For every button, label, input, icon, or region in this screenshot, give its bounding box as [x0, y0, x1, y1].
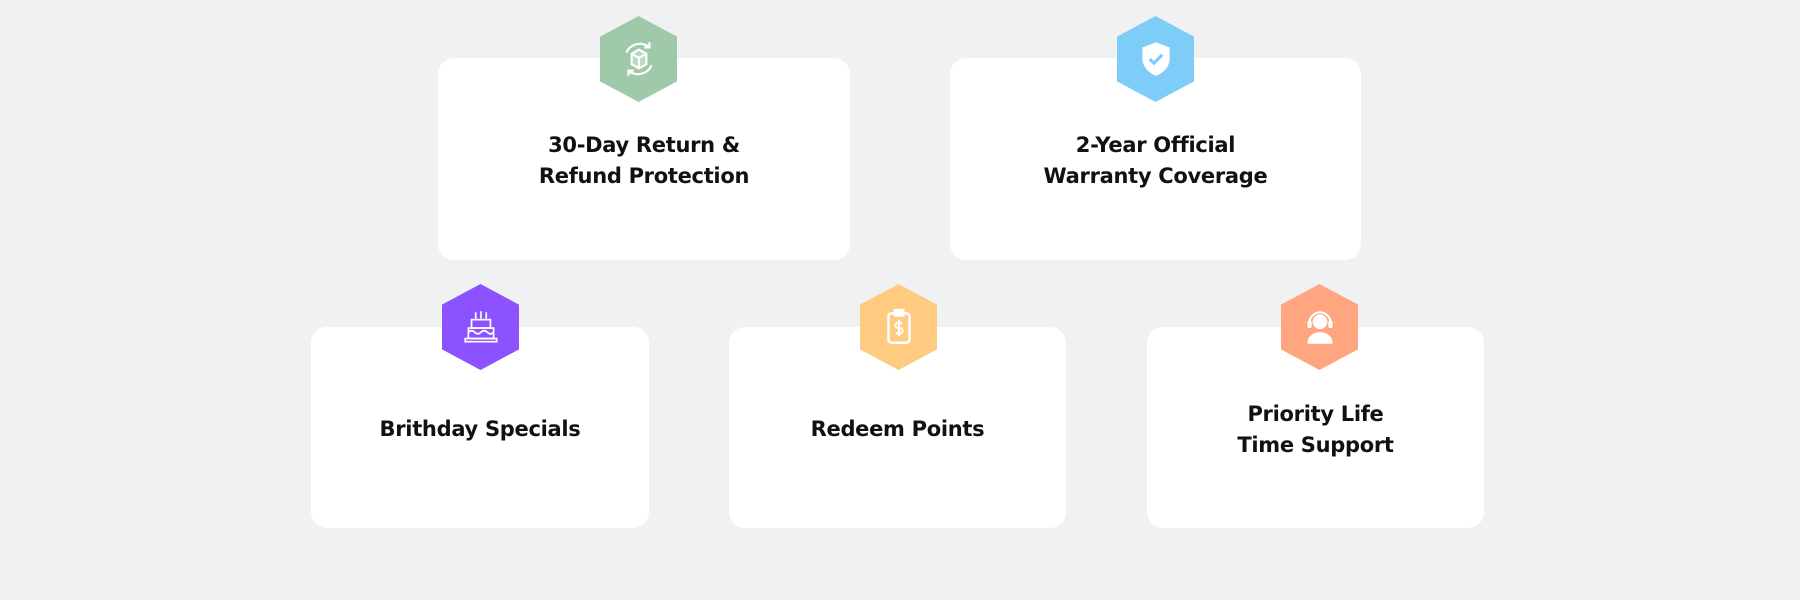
box-return-icon [600, 16, 677, 102]
birthday-cake-icon [442, 284, 519, 370]
feature-title: 2-Year Official Warranty Coverage [1043, 133, 1268, 188]
headset-support-icon [1281, 284, 1358, 370]
feature-title: 30-Day Return & Refund Protection [538, 133, 750, 188]
clipboard-dollar-icon [860, 284, 937, 370]
feature-title: Priority Life Time Support [1237, 401, 1394, 457]
shield-check-icon [1117, 16, 1194, 102]
feature-title: Brithday Specials [379, 417, 581, 441]
feature-title: Redeem Points [810, 417, 985, 441]
